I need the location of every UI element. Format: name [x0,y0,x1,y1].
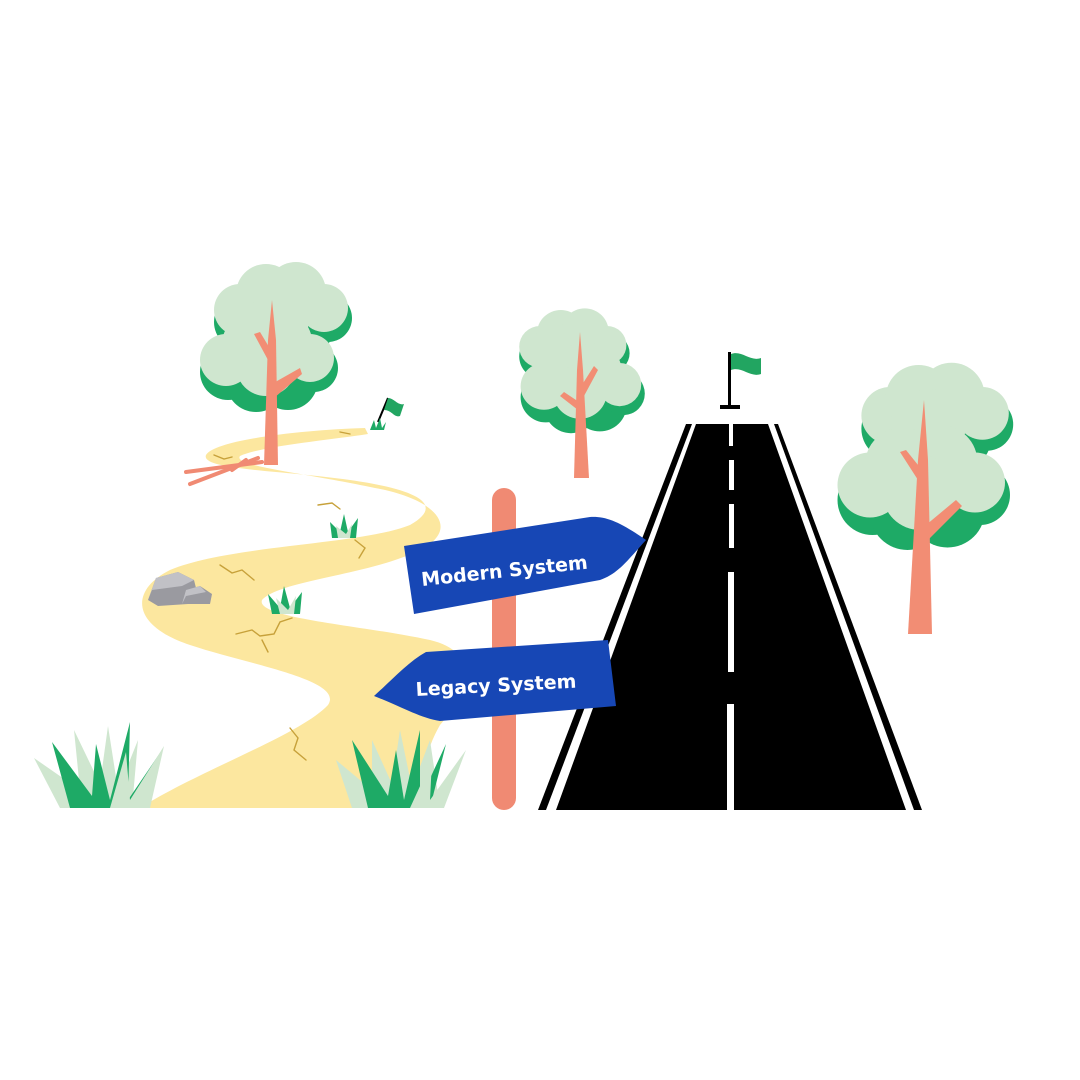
flag-icon-path [370,397,404,430]
tree-left [200,262,352,465]
modern-system-sign: Modern System [404,516,646,614]
flag-icon-road [720,352,761,409]
winding-path [140,428,465,808]
rocks [148,572,212,606]
modern-road [538,424,922,810]
grass-tuft-small-1 [268,586,302,614]
grass-tuft-small-2 [330,514,358,538]
legacy-system-sign: Legacy System [374,640,616,721]
grass-tuft-left [34,722,164,808]
grass-tuft-center [336,730,466,808]
tree-middle [519,308,645,478]
tree-right [837,362,1014,634]
fallen-branches [184,456,264,486]
